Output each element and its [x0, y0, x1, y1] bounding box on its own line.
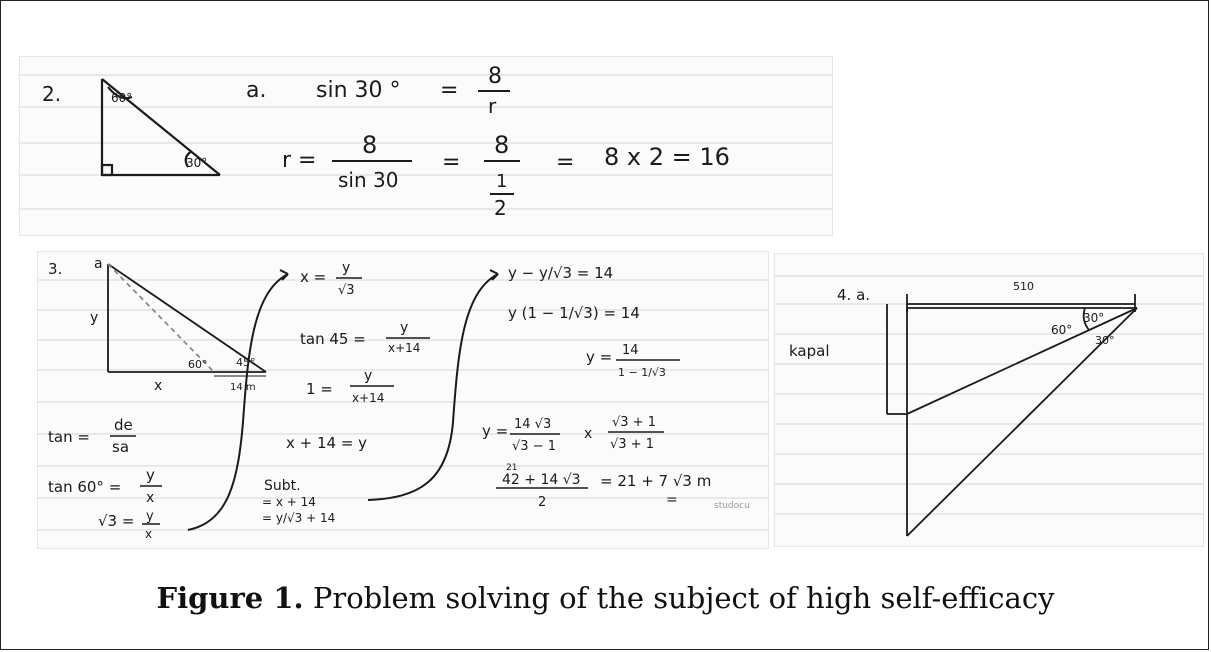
line2-eq1: = [442, 150, 460, 175]
c1-r1-num: de [114, 416, 133, 434]
c2-r3-num: y [364, 368, 372, 384]
c3-r1: y − y/√3 = 14 [508, 264, 613, 282]
line2-numerator: 8 [362, 131, 377, 159]
angle-60-label: 60° [188, 358, 208, 371]
c3-r3-den: 1 − 1/√3 [618, 366, 666, 379]
problem-number: 2. [42, 82, 61, 106]
line2-rest: 8 x 2 = 16 [604, 143, 730, 171]
line2-denominator: sin 30 [338, 168, 398, 192]
solution-2-image: 2. 60° 30° a. sin 30 ° = 8 r r = 8 sin 3… [19, 56, 833, 236]
vertex-label: a [94, 256, 103, 272]
c3-r4-den2: √3 + 1 [610, 437, 654, 452]
angle-label-bottom: 30° [186, 156, 207, 170]
c2-r1-num: y [342, 260, 350, 276]
c3-r4-times: x [584, 426, 592, 442]
c2-r5: Subt. [264, 478, 301, 494]
figure-caption: Figure 1. Problem solving of the subject… [1, 581, 1210, 615]
figure-caption-label: Figure 1. [156, 581, 304, 615]
solution-3-drawing: 3. a y x 60° 45° 14 m tan = de sa tan 60… [38, 256, 768, 541]
line1-lhs: sin 30 ° [316, 78, 401, 103]
line2-den2-top: 1 [496, 171, 507, 192]
c2-r3-lhs: 1 = [306, 380, 333, 398]
c1-r1-den: sa [112, 438, 129, 456]
side-y-label: y [90, 310, 98, 326]
c3-r3-lhs: y = [586, 348, 612, 366]
c3-r5-mark: = [666, 492, 678, 508]
part-label: a. [246, 78, 266, 103]
solution-4-image: 4. a. 510 60° 30° 30° kapal [774, 253, 1204, 547]
angle-30-label-2: 30° [1095, 334, 1115, 347]
base-extension-label: 14 m [230, 382, 256, 393]
c2-r2-num: y [400, 320, 408, 336]
c2-r1-lhs: x = [300, 268, 326, 286]
figure-caption-text: Problem solving of the subject of high s… [303, 581, 1055, 615]
line1-denominator: r [488, 94, 497, 118]
c2-r2-den: x+14 [388, 341, 420, 355]
c3-r3-num: 14 [622, 343, 639, 358]
c3-r5-small: 21 [506, 463, 517, 473]
angle-30-label-1: 30° [1083, 311, 1104, 325]
c3-r5-den: 2 [538, 495, 546, 510]
c3-r4-num: 14 √3 [514, 417, 551, 432]
c1-r2-lhs: tan 60° = [48, 478, 121, 496]
line2-numerator2: 8 [494, 131, 509, 159]
c3-r5-num: 42 + 14 √3 [502, 472, 581, 488]
c3-r4-num2: √3 + 1 [612, 415, 656, 430]
watermark-text: studocu [714, 501, 750, 511]
base-x-label: x [154, 378, 162, 394]
c1-r3-lhs: √3 = [98, 512, 134, 530]
solution-4-drawing: 4. a. 510 60° 30° 30° kapal [775, 275, 1203, 537]
c1-r2-num: y [146, 466, 155, 484]
c2-r4: x + 14 = y [286, 434, 367, 452]
line1-eq: = [440, 78, 458, 103]
c2-r3-den: x+14 [352, 391, 384, 405]
top-distance-label: 510 [1013, 280, 1034, 293]
c2-r1-den: √3 [338, 283, 355, 298]
angle-label-top: 60° [111, 91, 132, 105]
angle-45-label: 45° [236, 356, 256, 369]
c1-r3-den: x [145, 527, 152, 541]
line2-den2-bottom: 2 [494, 196, 507, 220]
triangle-3 [107, 263, 267, 377]
triangle-2 [100, 78, 221, 177]
c1-r3-num: y [146, 509, 154, 524]
c3-r2: y (1 − 1/√3) = 14 [508, 304, 640, 322]
c1-r2-den: x [146, 490, 154, 506]
c1-r1-lhs: tan = [48, 428, 90, 446]
c2-r7: = y/√3 + 14 [262, 511, 335, 525]
c2-r2-lhs: tan 45 = [300, 330, 366, 348]
line2-eq2: = [556, 150, 574, 175]
kapal-label: kapal [789, 342, 830, 360]
diagram-4 [886, 294, 1138, 537]
c2-r6: = x + 14 [262, 495, 316, 509]
line2-lhs: r = [282, 148, 316, 173]
solution-2-drawing: 2. 60° 30° a. sin 30 ° = 8 r r = 8 sin 3… [20, 64, 832, 220]
line1-numerator: 8 [488, 64, 502, 89]
c3-r4-lhs: y = [482, 422, 508, 440]
part-label: 4. a. [837, 286, 870, 304]
solution-3-image: 3. a y x 60° 45° 14 m tan = de sa tan 60… [37, 251, 769, 549]
problem-number: 3. [48, 260, 62, 278]
angle-60-label: 60° [1051, 323, 1072, 337]
c3-r4-den: √3 − 1 [512, 439, 556, 454]
c3-r5-rest: = 21 + 7 √3 m [600, 472, 711, 490]
